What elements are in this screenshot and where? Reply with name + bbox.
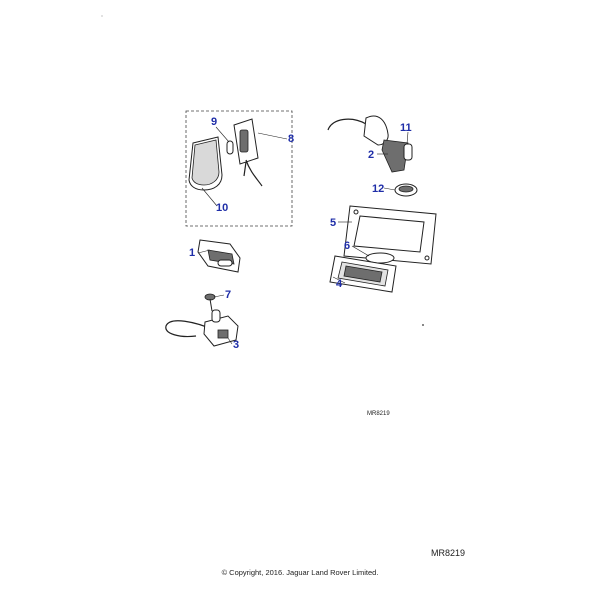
bulb-part [226, 140, 234, 155]
callout-8: 8 [288, 133, 294, 145]
lamp-lens-frame-part [329, 255, 397, 293]
lens-part [188, 136, 223, 191]
callout-6: 6 [344, 240, 350, 252]
scan-dot [101, 15, 103, 17]
copyright-notice: © Copyright, 2016. Jaguar Land Rover Lim… [221, 568, 379, 577]
scan-dot [422, 324, 424, 326]
switch-part [165, 309, 239, 347]
lamp-assembly-part [197, 239, 241, 273]
diagram-ref-small: MR8219 [367, 411, 390, 417]
callout-3: 3 [233, 339, 239, 351]
small-bulb-part [403, 143, 413, 161]
kit-boundary [185, 110, 293, 227]
callout-5: 5 [330, 217, 336, 229]
lamp-housing-part [233, 118, 263, 187]
callout-7: 7 [225, 289, 231, 301]
callout-12: 12 [372, 183, 384, 195]
number-plate-lamp-part [327, 115, 409, 173]
callout-9: 9 [211, 116, 217, 128]
callout-1: 1 [189, 247, 195, 259]
callout-10: 10 [216, 202, 228, 214]
callout-11: 11 [400, 122, 412, 134]
diagram-ref-large: MR8219 [431, 548, 465, 558]
callout-4: 4 [336, 278, 343, 290]
callout-2: 2 [368, 149, 374, 161]
plinth-plate-part [343, 205, 437, 265]
screw-part [204, 293, 216, 312]
leader-lines [197, 126, 409, 345]
grommet-part [394, 183, 418, 197]
